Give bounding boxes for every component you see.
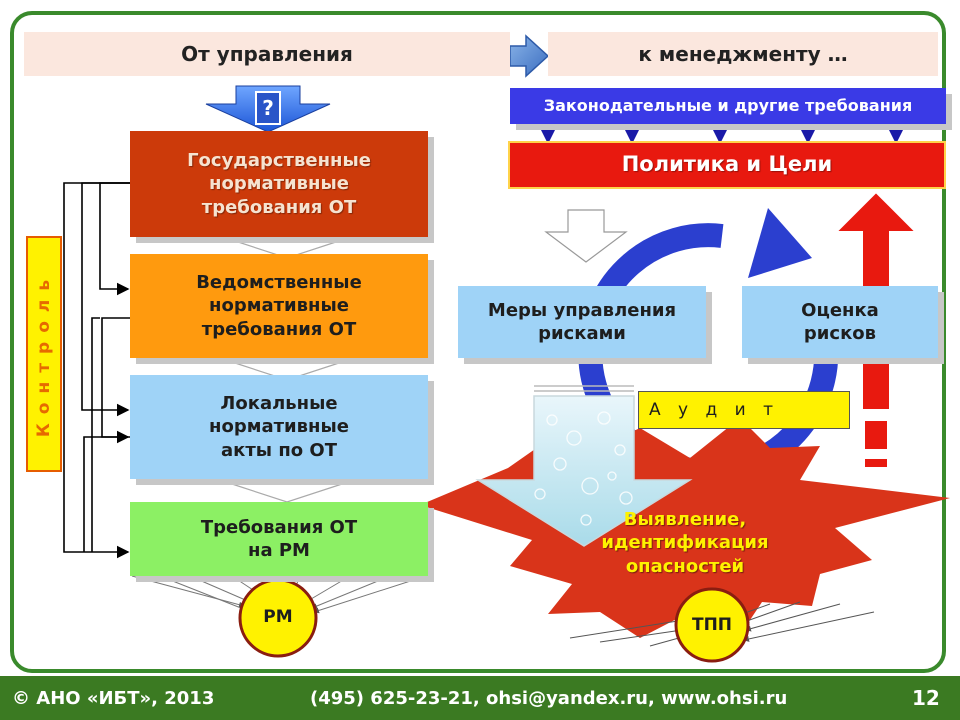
risk-measures-box: Меры управления рисками: [458, 286, 706, 358]
tpp-label: ТПП: [691, 614, 733, 635]
rm-fan-lines: [131, 575, 427, 614]
header-right: к менеджменту …: [548, 32, 938, 76]
local-acts-box: Локальные нормативные акты по ОТ: [130, 375, 428, 479]
control-lines: [63, 182, 130, 559]
rm-circle: [238, 578, 318, 658]
legislative-requirements-bar: Законодательные и другие требования: [510, 88, 946, 124]
footer-bar: © АНО «ИБТ», 2013 (495) 625-23-21, ohsi@…: [0, 676, 960, 720]
tpp-circle: [674, 587, 750, 663]
state-requirements-box: Государственные нормативные требования О…: [130, 131, 428, 237]
control-label: Контроль: [26, 236, 62, 472]
red-dash-2: [863, 457, 889, 469]
risk-assessment-box: Оценка рисков: [742, 286, 938, 358]
water-arrow: [475, 395, 693, 547]
hazard-identification-text: Выявление, идентификация опасностей: [601, 508, 769, 577]
down-arrow-3: [231, 475, 343, 503]
footer-contacts: (495) 625-23-21, ohsi@yandex.ru, www.ohs…: [310, 687, 788, 709]
audit-box: А у д и т: [638, 391, 850, 429]
question-mark: ?: [262, 96, 274, 120]
footer-copyright: © АНО «ИБТ», 2013: [12, 687, 215, 709]
red-dash-1: [863, 419, 889, 451]
question-box: [255, 91, 281, 125]
departmental-requirements-box: Ведомственные нормативные требования ОТ: [130, 254, 428, 358]
cycle-arrowhead: [748, 208, 812, 278]
water-arrow-lines: [534, 385, 634, 392]
rm-label: РМ: [263, 606, 293, 627]
header-left: От управления: [24, 32, 510, 76]
policy-goals-box: Политика и Цели: [508, 141, 946, 189]
workplace-requirements-box: Требования ОТ на РМ: [130, 502, 428, 576]
water-bubbles: [534, 411, 633, 526]
policy-down-arrow: [544, 209, 628, 263]
page-number: 12: [912, 686, 940, 710]
header-arrow: [509, 34, 550, 78]
